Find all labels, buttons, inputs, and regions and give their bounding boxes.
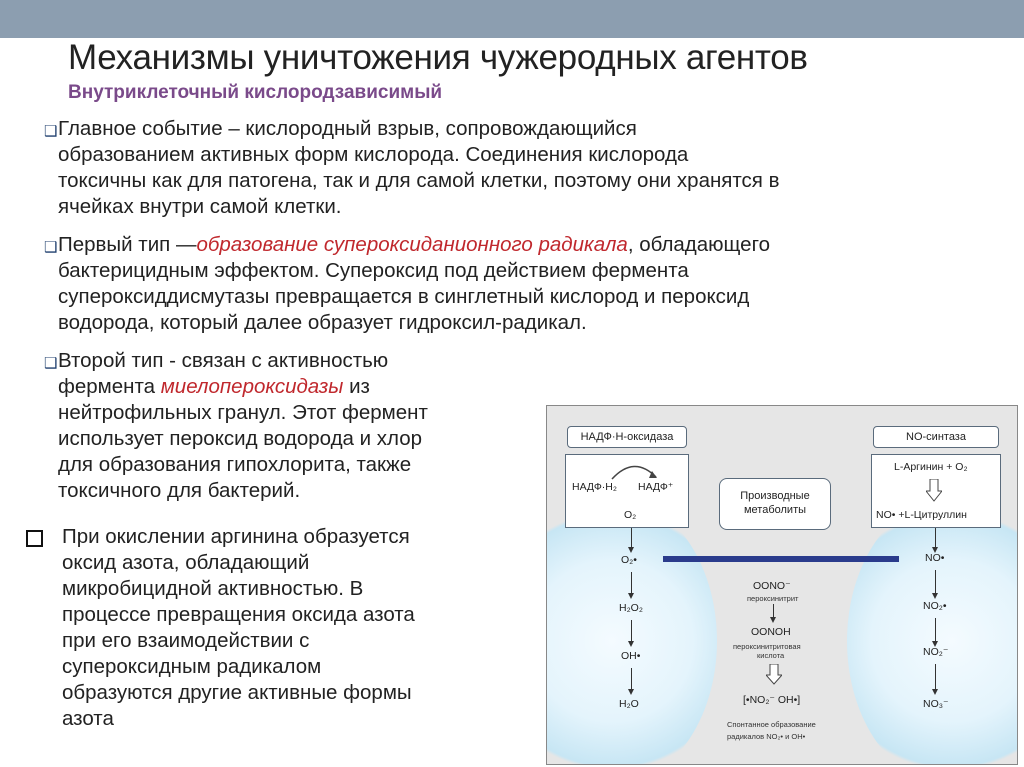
checkbox-bullet-icon: ❑ (44, 355, 58, 372)
nadph-oxidase-label: НАДФ·Н-оксидаза (567, 426, 687, 448)
peroxynitrous-formula: OONOH (751, 626, 791, 638)
nitric-oxide-label: NO• (925, 552, 945, 564)
hydrogen-peroxide-label: H₂O₂ (619, 602, 643, 614)
text-segment: из (343, 375, 370, 398)
text-segment: Первый тип — (58, 233, 197, 256)
checkbox-bullet-icon: ❑ (44, 239, 58, 256)
superoxide-label: O₂• (621, 554, 637, 566)
square-bullet-icon (26, 530, 43, 547)
nitrite-label: NO₂⁻ (923, 646, 949, 658)
derived-metabolites-box: Производные метаболиты (719, 478, 831, 530)
text-line: При окислении аргинина образуется (62, 525, 410, 548)
metabolic-diagram: НАДФ·Н-оксидаза НАДФ·Н₂ НАДФ⁺ O₂ NO-синт… (546, 405, 1018, 765)
text-line: Второй тип - связан с активностью (58, 349, 389, 372)
peroxynitrite-formula: OONO⁻ (753, 580, 791, 592)
text-line: фермента миелопероксидазы из (58, 374, 428, 400)
text-segment: , обладающего (627, 233, 771, 256)
citrulline-label: NO• +L-Цитруллин (876, 509, 967, 521)
nitrogen-dioxide-label: NO₂• (923, 600, 947, 612)
text-line: Главное событие – кислородный взрыв, соп… (58, 117, 637, 140)
text-line: супероксиддисмутазы превращается в сингл… (58, 285, 750, 308)
hydroxyl-label: OH• (621, 650, 641, 662)
acid-label: кислота (757, 651, 785, 660)
text-line: оксид азота, обладающий (62, 551, 310, 574)
water-label: H₂O (619, 698, 639, 710)
text-line: процессе превращения оксида азота (62, 603, 415, 626)
text-line: образованием активных форм кислорода. Со… (58, 143, 689, 166)
checkbox-bullet-icon: ❑ (44, 123, 58, 140)
paragraph-second-type: Второй тип - связан с активностью фермен… (58, 348, 428, 504)
peroxynitrite-label: пероксинитрит (747, 594, 799, 603)
paragraph-first-type: Первый тип —образование супероксиданионн… (58, 232, 770, 336)
text-line: водорода, который далее образует гидрокс… (58, 311, 587, 334)
arrow-down-icon (932, 664, 938, 695)
text-line: нейтрофильных гранул. Этот фермент (58, 401, 428, 424)
paragraph-arginine: При окислении аргинина образуется оксид … (62, 524, 415, 732)
arrow-down-icon (932, 618, 938, 647)
text-line: токсичны как для патогена, так и для сам… (58, 169, 780, 192)
hollow-arrow-icon (766, 664, 782, 685)
peroxynitrous-label: пероксинитритовая (733, 642, 801, 651)
text-line: супероксидным радикалом (62, 655, 322, 678)
arrow-down-icon (628, 620, 634, 647)
no-synthase-label: NO-синтаза (873, 426, 999, 448)
top-bar (0, 0, 1024, 38)
text-line: азота (62, 707, 114, 730)
paragraph-oxygen-burst: Главное событие – кислородный взрыв, соп… (58, 116, 780, 220)
text-line: токсичного для бактерий. (58, 479, 301, 502)
slide-title: Механизмы уничтожения чужеродных агентов (68, 38, 808, 77)
arrow-down-icon (628, 668, 634, 695)
text-segment: фермента (58, 375, 161, 398)
nitrate-label: NO₃⁻ (923, 698, 949, 710)
spontaneous-label: Спонтанное образование (727, 720, 816, 729)
nadph-oxidase-box: НАДФ·Н₂ НАДФ⁺ O₂ (565, 454, 689, 528)
arrow-down-icon (932, 570, 938, 599)
radicals-formula: [•NO₂⁻ OH•] (743, 694, 801, 706)
text-line: при его взаимодействии с (62, 629, 310, 652)
hollow-arrow-icon (926, 479, 942, 502)
text-line: бактерицидным эффектом. Супероксид под д… (58, 259, 689, 282)
arrow-down-icon (932, 528, 938, 553)
text-line: микробицидной активностью. В (62, 577, 364, 600)
text-line: Первый тип —образование супероксиданионн… (58, 232, 770, 258)
text-line: для образования гипохлорита, также (58, 453, 412, 476)
arrow-down-icon (770, 604, 776, 623)
no-synthase-box: L-Аргинин + O₂ NO• +L-Цитруллин (871, 454, 1001, 528)
right-cell-glow (847, 496, 1017, 764)
arrow-down-icon (628, 572, 634, 599)
text-line: ячейках внутри самой клетки. (58, 195, 342, 218)
highlight-myeloperoxidase: миелопероксидазы (160, 375, 344, 398)
text-line: использует пероксид водорода и хлор (58, 427, 423, 450)
highlight-superoxide: образование супероксиданионного радикала (196, 233, 628, 256)
o2-label: O₂ (624, 509, 637, 521)
arginine-label: L-Аргинин + O₂ (894, 461, 968, 473)
curved-arrow-icon (611, 465, 657, 480)
text-line: образуются другие активные формы (62, 681, 412, 704)
slide-subtitle: Внутриклеточный кислородзависимый (68, 82, 443, 103)
nadph-label: НАДФ·Н₂ (572, 481, 617, 493)
interaction-bar (663, 556, 899, 562)
arrow-down-icon (628, 528, 634, 553)
radicals-label: радикалов NO₂• и OH• (727, 732, 806, 741)
nadp-label: НАДФ⁺ (638, 481, 674, 493)
